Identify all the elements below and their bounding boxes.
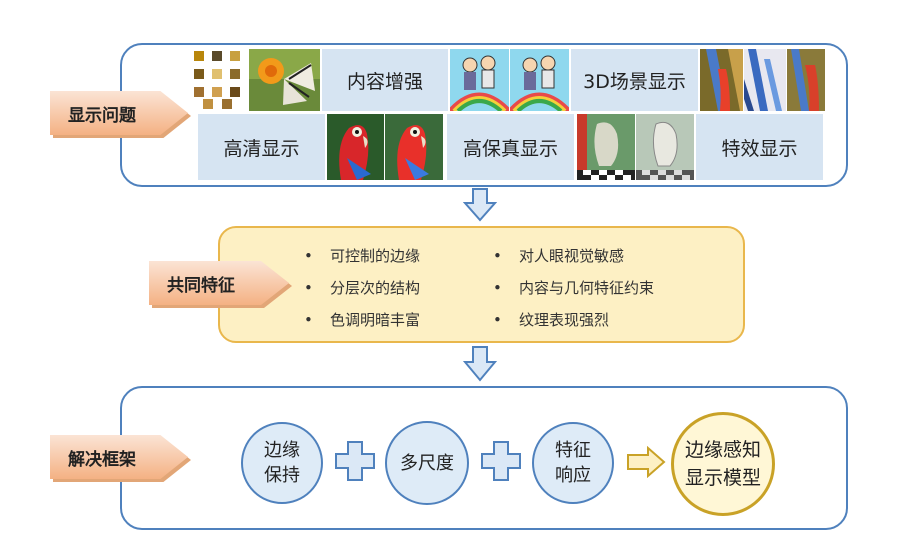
edge-preserve-line: 边缘 xyxy=(264,440,300,461)
mandrill-thumbnail-1 xyxy=(700,49,743,111)
cartoon-image-2 xyxy=(510,49,569,111)
cartoon-image-1 xyxy=(450,49,509,111)
feature-text: 可控制的边缘 xyxy=(330,247,421,265)
parrot-image-2 xyxy=(385,114,443,180)
scene-3d-cell: 3D场景显示 xyxy=(571,49,698,111)
feature-response-node: 特征响应 xyxy=(532,422,614,504)
statue-thumbnail-1 xyxy=(577,114,635,180)
right-arrow-icon xyxy=(627,446,666,478)
feature-text: 色调明暗丰富 xyxy=(330,311,421,329)
mosaic-image xyxy=(192,49,248,111)
feature-item: •纹理表现强烈 xyxy=(493,311,610,329)
scene-3d-label: 3D场景显示 xyxy=(583,70,686,93)
butterfly-thumbnail xyxy=(249,49,320,111)
model-line: 显示模型 xyxy=(684,467,761,489)
problems-tag: 显示问题 xyxy=(50,91,188,135)
feature-text: 分层次的结构 xyxy=(330,279,421,297)
edge-preserve-line: 保持 xyxy=(264,465,300,486)
cartoon-thumbnail-1 xyxy=(450,49,509,111)
mandrill-image-2 xyxy=(744,49,786,111)
multiscale-node: 多尺度 xyxy=(385,421,469,505)
hd-label: 高清显示 xyxy=(223,137,300,160)
mandrill-image-1 xyxy=(700,49,743,111)
hd-cell: 高清显示 xyxy=(198,114,325,180)
cartoon-thumbnail-2 xyxy=(510,49,569,111)
model-line: 边缘感知 xyxy=(684,439,761,461)
plus-icon xyxy=(481,441,521,481)
plus-icon xyxy=(335,441,375,481)
hifi-label: 高保真显示 xyxy=(462,137,558,160)
feature-item: •对人眼视觉敏感 xyxy=(493,247,625,265)
content-enhance-cell: 内容增强 xyxy=(322,49,448,111)
feature-text: 纹理表现强烈 xyxy=(519,311,610,329)
effects-label: 特效显示 xyxy=(721,137,798,160)
feature-item: •分层次的结构 xyxy=(304,279,421,297)
feature-text: 内容与几何特征约束 xyxy=(519,279,655,297)
parrot-thumbnail-1 xyxy=(327,114,384,180)
edge-aware-model-node: 边缘感知显示模型 xyxy=(671,412,775,516)
features-tag-label: 共同特征 xyxy=(167,275,235,296)
feature-text: 对人眼视觉敏感 xyxy=(519,247,625,265)
parrot-image-1 xyxy=(327,114,384,180)
features-tag: 共同特征 xyxy=(149,261,289,305)
feature-item: •色调明暗丰富 xyxy=(304,311,421,329)
statue-image-2 xyxy=(636,114,694,180)
mandrill-thumbnail-3 xyxy=(787,49,825,111)
framework-tag: 解决框架 xyxy=(50,435,188,479)
statue-thumbnail-2 xyxy=(636,114,694,180)
content-enhance-label: 内容增强 xyxy=(346,70,423,93)
feature-item: •可控制的边缘 xyxy=(304,247,421,265)
feature-response-line: 特征 xyxy=(555,440,591,461)
mandrill-image-3 xyxy=(787,49,825,111)
problems-tag-label: 显示问题 xyxy=(68,105,136,126)
multiscale-label: 多尺度 xyxy=(400,452,454,474)
features-panel xyxy=(218,226,745,343)
framework-tag-label: 解决框架 xyxy=(68,449,136,470)
mosaic-thumbnail xyxy=(192,49,248,111)
mandrill-thumbnail-2 xyxy=(744,49,786,111)
down-arrow-icon xyxy=(463,188,497,222)
butterfly-image xyxy=(249,49,320,111)
down-arrow-icon xyxy=(463,346,497,382)
feature-response-line: 响应 xyxy=(555,465,591,486)
parrot-thumbnail-2 xyxy=(385,114,443,180)
feature-item: •内容与几何特征约束 xyxy=(493,279,655,297)
effects-cell: 特效显示 xyxy=(696,114,823,180)
statue-image-1 xyxy=(577,114,635,180)
hifi-cell: 高保真显示 xyxy=(447,114,574,180)
edge-preserve-node: 边缘保持 xyxy=(241,422,323,504)
